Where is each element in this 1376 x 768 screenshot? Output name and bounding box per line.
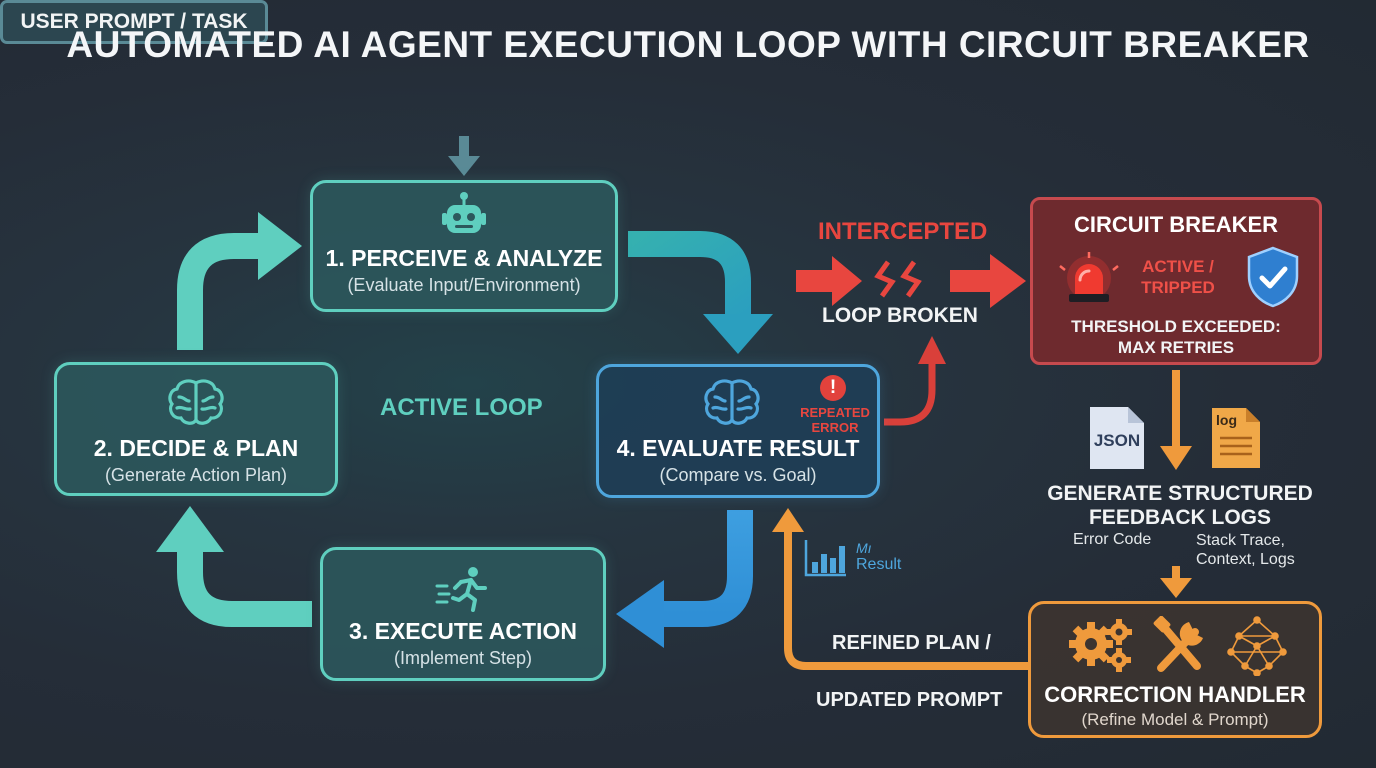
feedback-to-correction-arrow	[1160, 566, 1192, 598]
log-file-icon: log	[1210, 406, 1262, 470]
refined-plan-label-line1: REFINED PLAN /	[832, 632, 991, 654]
json-file-label: JSON	[1093, 431, 1141, 450]
step-execute-box: 3. EXECUTE ACTION (Implement Step)	[320, 547, 606, 681]
loop-arrow-decide-to-perceive	[177, 212, 302, 350]
cb-status-label: ACTIVE / TRIPPED	[1141, 257, 1215, 297]
step-decide-box: 2. DECIDE & PLAN (Generate Action Plan)	[54, 362, 338, 496]
siren-icon	[1059, 250, 1119, 306]
log-file-label: log	[1216, 412, 1237, 428]
diagram-title: AUTOMATED AI AGENT EXECUTION LOOP WITH C…	[66, 24, 1310, 65]
step-perceive-subtitle: (Evaluate Input/Environment)	[347, 275, 581, 295]
intercept-arrow-left	[796, 256, 862, 306]
feedback-right-note: Stack Trace, Context, Logs	[1196, 532, 1295, 568]
refined-plan-label-line2: UPDATED PROMPT	[816, 689, 1003, 711]
step-evaluate-title: 4. EVALUATE RESULT	[616, 435, 860, 461]
tools-icon	[1151, 615, 1209, 676]
cb-threshold-label: THRESHOLD EXCEEDED: MAX RETRIES	[1071, 317, 1281, 357]
step-execute-title: 3. EXECUTE ACTION	[349, 618, 577, 644]
intercepted-label: INTERCEPTED	[818, 218, 988, 245]
loop-broken-label: LOOP BROKEN	[822, 304, 978, 327]
json-file-icon: JSON	[1088, 405, 1146, 471]
correction-handler-box: CORRECTION HANDLER (Refine Model & Promp…	[1028, 601, 1322, 738]
brain-icon	[165, 377, 227, 427]
neural-network-icon	[1225, 616, 1289, 677]
gears-icon	[1065, 616, 1135, 676]
circuit-breaker-box: CIRCUIT BREAKER ACTIVE / TRIPPED THRESHO…	[1030, 197, 1322, 365]
user-prompt-arrow	[448, 136, 480, 176]
circuit-breaker-title: CIRCUIT BREAKER	[1073, 212, 1279, 237]
step-execute-subtitle: (Implement Step)	[393, 648, 533, 668]
mini-chart-glyph: Mı	[856, 540, 872, 556]
running-person-icon	[435, 566, 491, 612]
correction-handler-title: CORRECTION HANDLER	[1044, 682, 1306, 707]
feedback-logs-title: GENERATE STRUCTURED FEEDBACK LOGS	[1047, 482, 1313, 529]
bar-chart-icon	[804, 538, 848, 578]
loop-arrow-execute-to-decide	[156, 506, 312, 627]
step-perceive-box: 1. PERCEIVE & ANALYZE (Evaluate Input/En…	[310, 180, 618, 312]
user-prompt-box: USER PROMPT / TASK	[0, 0, 268, 44]
intercept-arrow-right	[950, 254, 1026, 308]
cb-to-feedback-arrow	[1160, 370, 1192, 470]
shield-check-icon	[1245, 246, 1301, 308]
step-decide-title: 2. DECIDE & PLAN	[93, 435, 299, 461]
robot-icon	[442, 191, 486, 241]
loop-arrow-perceive-to-evaluate	[628, 231, 773, 354]
step-evaluate-subtitle: (Compare vs. Goal)	[659, 465, 817, 485]
alert-icon: !	[820, 375, 846, 401]
correction-handler-subtitle: (Refine Model & Prompt)	[1081, 710, 1269, 729]
refined-plan-arrow	[772, 508, 1028, 670]
step-decide-subtitle: (Generate Action Plan)	[104, 465, 288, 485]
step-evaluate-box: ! REPEATED ERROR 4. EVALUATE RESULT (Com…	[596, 364, 880, 498]
active-loop-label: ACTIVE LOOP	[380, 394, 543, 421]
loop-arrow-evaluate-to-execute	[616, 510, 753, 648]
brain-icon	[701, 377, 763, 427]
step-perceive-title: 1. PERCEIVE & ANALYZE	[325, 245, 603, 271]
feedback-left-note: Error Code	[1073, 531, 1152, 548]
lightning-break-icon	[874, 260, 922, 298]
repeated-error-arrow	[884, 336, 946, 426]
result-label: Result	[856, 556, 902, 573]
repeated-error-badge: REPEATED ERROR	[800, 405, 870, 435]
